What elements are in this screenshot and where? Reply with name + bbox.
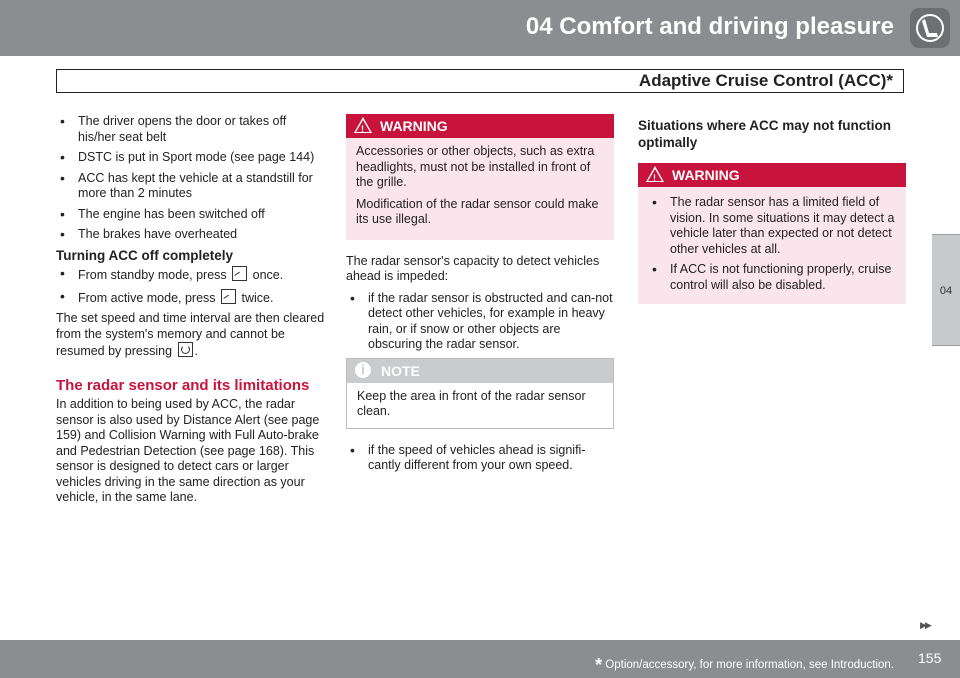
resume-paragraph: The set speed and time interval are then… — [56, 311, 326, 360]
footer-star: * — [595, 655, 603, 675]
warning-box: ! WARNING Accessories or other objects, … — [346, 114, 614, 240]
acc-off-conditions-list: The driver opens the door or takes off h… — [56, 114, 326, 243]
turnoff-text-after: twice. — [241, 290, 274, 305]
double-chevron-right-icon[interactable]: ▶▶ — [920, 620, 932, 630]
list-item: The engine has been switched off — [56, 207, 326, 223]
section-title: Adaptive Cruise Control (ACC)* — [638, 71, 893, 90]
list-item: From standby mode, press once. — [56, 266, 326, 284]
chapter-title: 04 Comfort and driving pleasure — [525, 13, 894, 40]
warning-triangle-icon: ! — [354, 117, 372, 134]
footer-note: * Option/accessory, for more information… — [595, 655, 894, 676]
cruise-button-icon — [221, 288, 237, 304]
warning-body: The radar sensor has a limited field of … — [638, 187, 906, 293]
resume-text-end: . — [194, 344, 198, 358]
note-header: i NOTE — [347, 358, 613, 383]
list-item: ACC has kept the vehicle at a standstill… — [56, 171, 326, 202]
turnoff-text-after: once. — [252, 268, 284, 282]
situations-heading: Situations where ACC may not function op… — [638, 118, 892, 150]
footer-note-text: Option/accessory, for more information, … — [605, 659, 894, 671]
list-item: The radar sensor has a limited field of … — [648, 195, 896, 257]
seat-icon — [910, 8, 950, 48]
warning-header: ! WARNING — [346, 114, 614, 138]
list-item: If ACC is not functioning properly, crui… — [648, 262, 896, 293]
footer-band: * Option/accessory, for more information… — [0, 640, 960, 678]
note-box: i NOTE Keep the area in front of the rad… — [346, 357, 614, 429]
resume-button-icon — [177, 342, 193, 357]
warning-title: WARNING — [672, 167, 740, 183]
warning-title: WARNING — [380, 118, 448, 134]
turnoff-heading: Turning ACC off completely — [56, 247, 233, 263]
chapter-side-tab[interactable]: 04 — [932, 234, 960, 346]
page-number: 155 — [918, 650, 942, 666]
cruise-button-icon — [232, 266, 248, 281]
list-item: The driver opens the door or takes off h… — [56, 114, 326, 145]
warning-list: The radar sensor has a limited field of … — [648, 193, 896, 293]
warning-box: ! WARNING The radar sensor has a limited… — [638, 163, 906, 304]
note-title: NOTE — [381, 362, 420, 379]
section-title-bar: Adaptive Cruise Control (ACC)* — [56, 69, 904, 93]
radar-impediments-list: if the radar sensor is obstructed and ca… — [346, 291, 614, 353]
warning-paragraph: Modification of the radar sensor could m… — [356, 196, 599, 227]
warning-triangle-icon: ! — [646, 166, 664, 183]
column-1: The driver opens the door or takes off h… — [56, 114, 326, 512]
radar-impediments-list-2: if the speed of vehicles ahead is signif… — [346, 443, 614, 474]
warning-header: ! WARNING — [638, 163, 906, 187]
section-paragraph: In addition to being used by ACC, the ra… — [56, 397, 320, 504]
section-heading: The radar sensor and its limitations — [56, 376, 310, 394]
list-item: if the speed of vehicles ahead is signif… — [346, 443, 614, 474]
header-band: 04 Comfort and driving pleasure — [0, 0, 960, 56]
radar-intro: The radar sensor's capacity to detect ve… — [346, 253, 600, 284]
warning-body: Accessories or other objects, such as ex… — [346, 138, 614, 228]
list-item: The brakes have overheated — [56, 227, 326, 243]
list-item: if the radar sensor is obstructed and ca… — [346, 291, 614, 353]
list-item: DSTC is put in Sport mode (see page 144) — [56, 150, 326, 166]
info-icon: i — [355, 361, 371, 378]
turnoff-text-before: From active mode, press — [78, 290, 216, 305]
column-3: Situations where ACC may not function op… — [638, 114, 906, 318]
side-tab-label: 04 — [939, 285, 953, 297]
turnoff-list: From standby mode, press once. From acti… — [56, 266, 326, 306]
warning-paragraph: Accessories or other objects, such as ex… — [356, 144, 595, 189]
turnoff-text-before: From standby mode, press — [78, 268, 227, 282]
list-item: From active mode, press twice. — [56, 288, 326, 307]
note-body: Keep the area in front of the radar sens… — [357, 388, 586, 419]
column-2: ! WARNING Accessories or other objects, … — [346, 114, 614, 479]
resume-text: The set speed and time interval are then… — [56, 311, 325, 358]
